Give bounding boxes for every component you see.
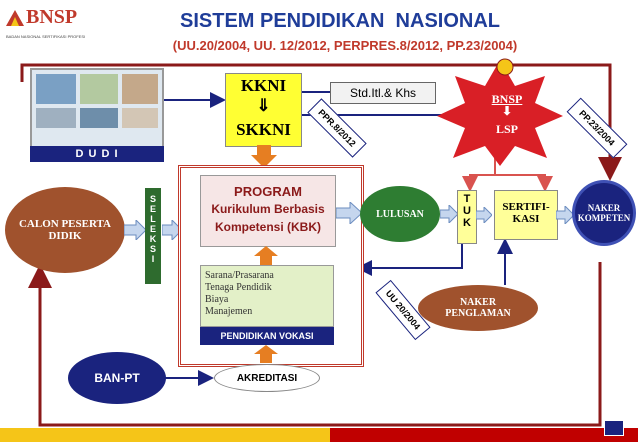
sertifikasi-to-naker-arrow-icon bbox=[556, 206, 574, 224]
kkni-box: KKNI ⇓ SKKNI bbox=[225, 73, 302, 147]
lulusan-node: LULUSAN bbox=[360, 186, 440, 242]
ban-pt-node: BAN-PT bbox=[68, 352, 166, 404]
lulusan-to-tuk-arrow-icon bbox=[440, 205, 458, 223]
naker-pengalaman-node: NAKER PENGLAMAN bbox=[418, 285, 538, 331]
page-badge-icon bbox=[604, 420, 624, 436]
program-to-lulusan-arrow-icon bbox=[336, 202, 362, 224]
program-box: PROGRAM Kurikulum Berbasis Kompetensi (K… bbox=[200, 175, 336, 247]
page-title: SISTEM PENDIDIKAN NASIONAL bbox=[179, 10, 501, 32]
dudi-photo-collage bbox=[30, 68, 164, 150]
seleksi-letter: K bbox=[149, 234, 157, 244]
sertifikasi-box: SERTIFI- KASI bbox=[494, 190, 558, 240]
program-line2: Kurikulum Berbasis bbox=[211, 202, 325, 216]
sarana-item: Tenaga Pendidik bbox=[205, 282, 272, 293]
akreditasi-up-arrow-icon bbox=[254, 345, 278, 363]
page-subtitle: (UU.20/2004, UU. 12/2012, PERPRES.8/2012… bbox=[172, 38, 518, 53]
tuk-to-sertifikasi-arrow-icon bbox=[476, 207, 492, 223]
naker-pengalaman-line2: PENGLAMAN bbox=[445, 308, 511, 319]
sarana-item: Sarana/Prasarana bbox=[205, 270, 274, 281]
naker-kompeten-line2: KOMPETEN bbox=[577, 213, 631, 223]
sarana-box: Sarana/Prasarana Tenaga Pendidik Biaya M… bbox=[200, 265, 334, 327]
seleksi-letter: E bbox=[149, 204, 156, 214]
calon-to-seleksi-arrow-icon bbox=[124, 220, 146, 240]
logo-name: BNSP bbox=[26, 6, 78, 28]
seleksi-column: S E L E K S I bbox=[145, 188, 161, 284]
kkni-label: KKNI bbox=[240, 76, 287, 95]
seleksi-letter: L bbox=[150, 214, 156, 224]
pendidikan-vokasi-label: PENDIDIKAN VOKASI bbox=[200, 327, 334, 345]
program-title: PROGRAM bbox=[234, 184, 302, 199]
seleksi-letter: E bbox=[149, 224, 156, 234]
program-line3: Kompetensi (KBK) bbox=[214, 220, 321, 234]
skkni-down-arrow-icon bbox=[251, 145, 277, 168]
naker-pengalaman-line1: NAKER bbox=[459, 297, 497, 308]
sarana-item: Manajemen bbox=[205, 306, 253, 317]
arrow-down-icon: ⇓ bbox=[256, 96, 271, 115]
bnsp-label: BNSP bbox=[491, 92, 523, 106]
tuk-letter: T bbox=[463, 193, 471, 205]
bnsp-down-arrow-icon: ⬇ bbox=[501, 104, 513, 118]
seleksi-letter: S bbox=[149, 244, 156, 254]
calon-line1: CALON PESERTA bbox=[18, 218, 111, 230]
naker-kompeten-node: NAKER KOMPETEN bbox=[572, 180, 636, 246]
naker-kompeten-line1: NAKER bbox=[587, 203, 621, 213]
dudi-label: D U D I bbox=[30, 146, 164, 162]
seleksi-letter: I bbox=[151, 254, 155, 264]
sertifikasi-line1: SERTIFI- bbox=[502, 201, 550, 213]
footer-bar-red bbox=[330, 428, 638, 442]
bnsp-seal-icon bbox=[496, 58, 514, 76]
calon-line2: DIDIK bbox=[48, 230, 82, 242]
logo-tagline: BADAN NASIONAL SERTIFIKASI PROFESI bbox=[6, 34, 86, 39]
sertifikasi-line2: KASI bbox=[512, 213, 540, 225]
seleksi-to-program-arrow-icon bbox=[162, 220, 182, 240]
calon-peserta-didik-node: CALON PESERTA DIDIK bbox=[5, 187, 125, 273]
bnsp-logo: BNSP BADAN NASIONAL SERTIFIKASI PROFESI bbox=[4, 4, 96, 48]
seleksi-letter: S bbox=[149, 194, 156, 204]
sarana-up-arrow-icon bbox=[254, 246, 278, 266]
tuk-letter: U bbox=[463, 205, 471, 217]
bnsp-star-shape bbox=[437, 60, 563, 166]
tuk-box: T U K bbox=[457, 190, 477, 244]
skkni-label: SKKNI bbox=[236, 120, 291, 139]
footer-bar-yellow bbox=[0, 428, 330, 442]
sarana-item: Biaya bbox=[205, 294, 229, 305]
std-itl-khs-box: Std.Itl.& Khs bbox=[330, 82, 436, 104]
bnsp-emblem-icon bbox=[6, 10, 24, 26]
tuk-letter: K bbox=[463, 217, 471, 229]
akreditasi-node: AKREDITASI bbox=[214, 364, 320, 392]
lsp-label: LSP bbox=[495, 122, 518, 136]
